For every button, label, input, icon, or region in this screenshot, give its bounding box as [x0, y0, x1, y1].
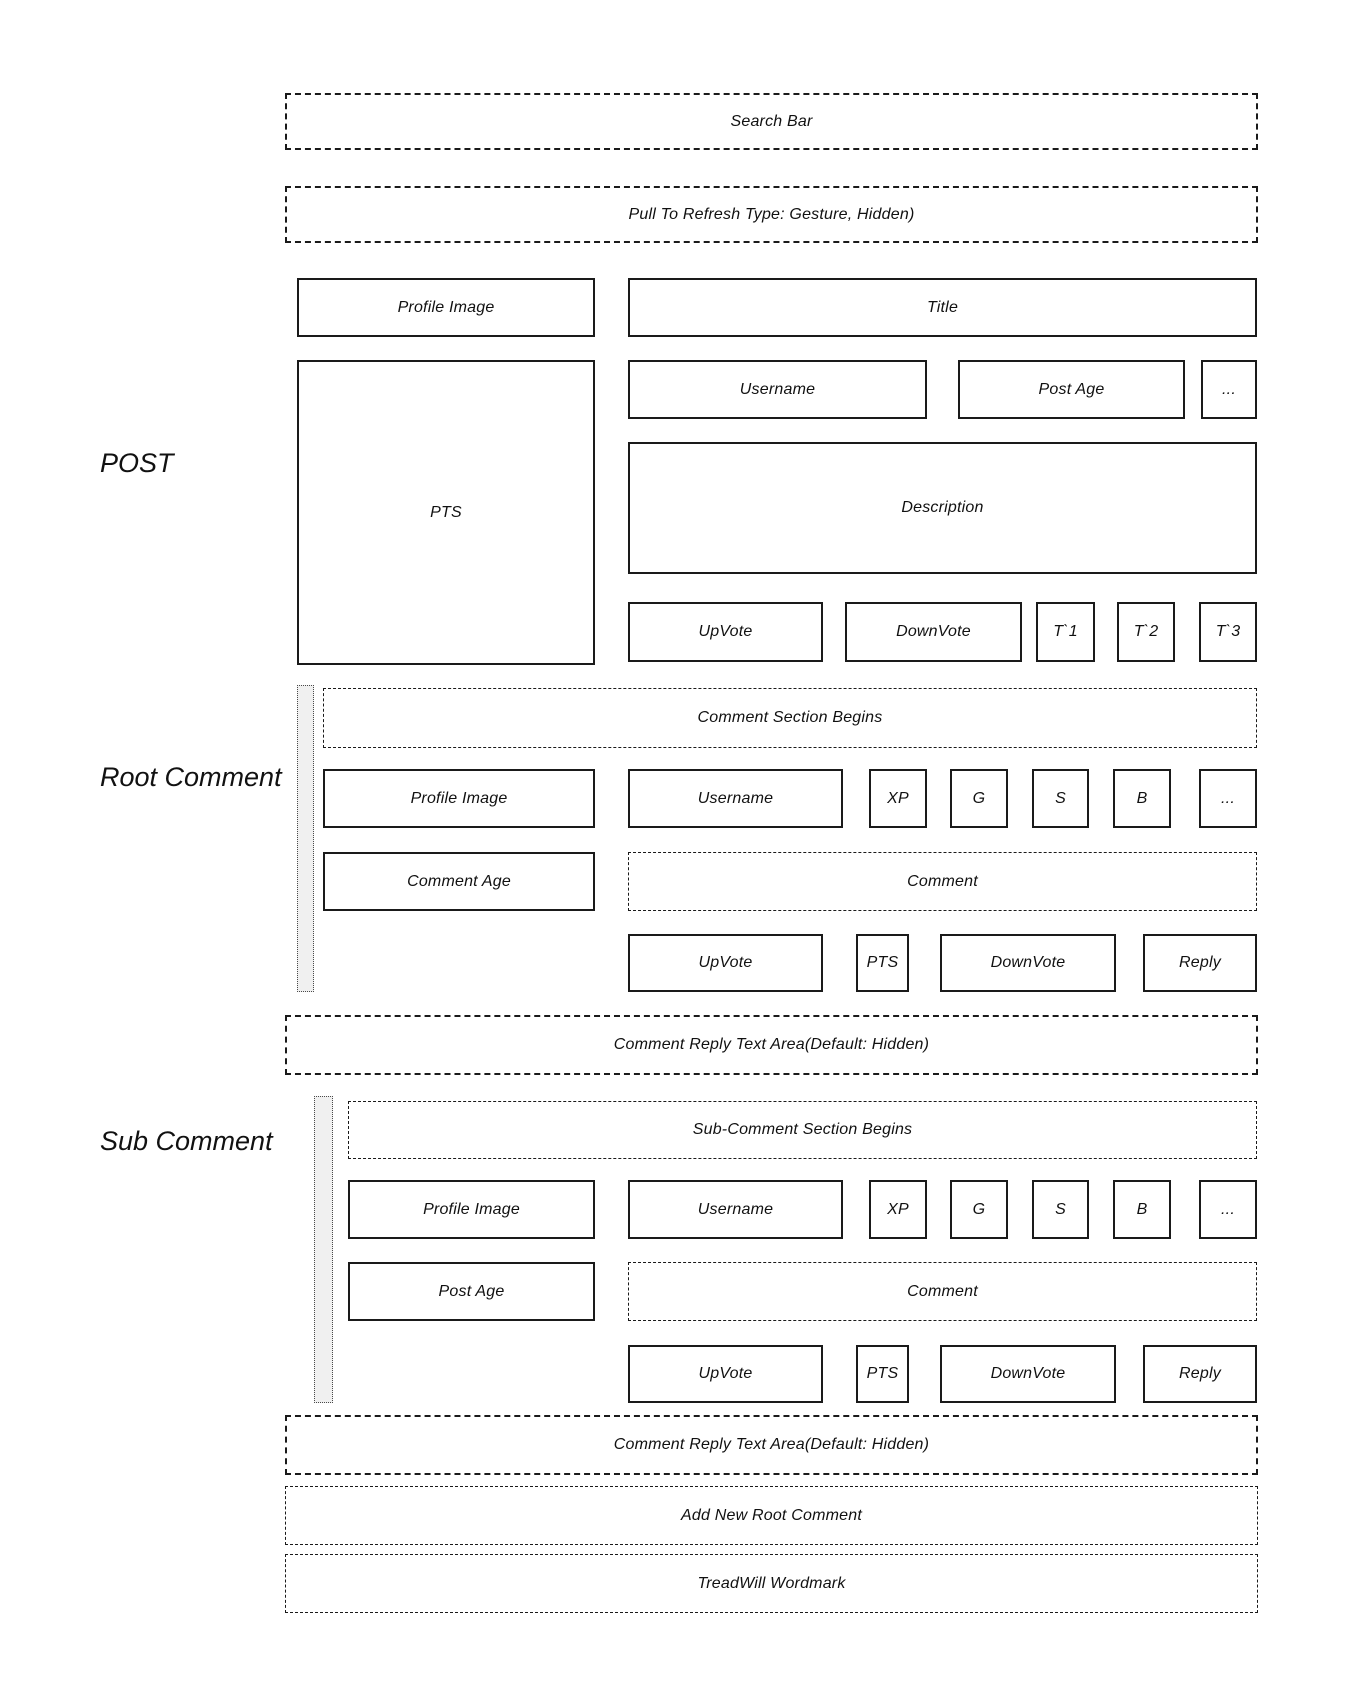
root-comment-more-box: ...	[1199, 769, 1257, 828]
post-profile-image-box: Profile Image	[297, 278, 595, 337]
root-comment-section-label: Root Comment	[100, 762, 282, 792]
sub-comment-reply-box: Reply	[1143, 1345, 1257, 1403]
root-comment-indent-strip	[297, 685, 314, 992]
sub-comment-username-box: Username	[628, 1180, 843, 1239]
sub-comment-section-label: Sub Comment	[100, 1126, 273, 1156]
sub-comment-upvote-box: UpVote	[628, 1345, 823, 1403]
add-new-root-comment-box: Add New Root Comment	[285, 1486, 1258, 1545]
sub-comment-reply-text-area-box: Comment Reply Text Area(Default: Hidden)	[285, 1415, 1258, 1475]
post-description-box: Description	[628, 442, 1257, 574]
sub-comment-post-age-box: Post Age	[348, 1262, 595, 1321]
post-tag-1-box: T`1	[1036, 602, 1095, 662]
root-comment-badge-xp-box: XP	[869, 769, 927, 828]
sub-comment-more-box: ...	[1199, 1180, 1257, 1239]
root-comment-badge-g-box: G	[950, 769, 1008, 828]
sub-comment-section-begins-box: Sub-Comment Section Begins	[348, 1101, 1257, 1159]
root-comment-upvote-box: UpVote	[628, 934, 823, 992]
root-comment-reply-text-area-box: Comment Reply Text Area(Default: Hidden)	[285, 1015, 1258, 1075]
post-upvote-box: UpVote	[628, 602, 823, 662]
root-comment-reply-box: Reply	[1143, 934, 1257, 992]
root-comment-username-box: Username	[628, 769, 843, 828]
post-pts-box: PTS	[297, 360, 595, 665]
search-bar-box: Search Bar	[285, 93, 1258, 150]
post-tag-3-box: T`3	[1199, 602, 1257, 662]
post-downvote-box: DownVote	[845, 602, 1022, 662]
sub-comment-badge-s-box: S	[1032, 1180, 1089, 1239]
root-comment-pts-box: PTS	[856, 934, 909, 992]
sub-comment-indent-strip	[314, 1096, 333, 1403]
sub-comment-profile-image-box: Profile Image	[348, 1180, 595, 1239]
root-comment-profile-image-box: Profile Image	[323, 769, 595, 828]
post-section-label: POST	[100, 448, 174, 478]
post-more-box: ...	[1201, 360, 1257, 419]
post-title-box: Title	[628, 278, 1257, 337]
pull-to-refresh-box: Pull To Refresh Type: Gesture, Hidden)	[285, 186, 1258, 243]
post-age-box: Post Age	[958, 360, 1185, 419]
root-comment-age-box: Comment Age	[323, 852, 595, 911]
root-comment-downvote-box: DownVote	[940, 934, 1116, 992]
sub-comment-pts-box: PTS	[856, 1345, 909, 1403]
post-username-box: Username	[628, 360, 927, 419]
sub-comment-badge-b-box: B	[1113, 1180, 1171, 1239]
root-comment-text-box: Comment	[628, 852, 1257, 911]
treadwill-wordmark-box: TreadWill Wordmark	[285, 1554, 1258, 1613]
sub-comment-downvote-box: DownVote	[940, 1345, 1116, 1403]
post-tag-2-box: T`2	[1117, 602, 1175, 662]
root-comment-badge-b-box: B	[1113, 769, 1171, 828]
sub-comment-badge-g-box: G	[950, 1180, 1008, 1239]
comment-section-begins-box: Comment Section Begins	[323, 688, 1257, 748]
root-comment-badge-s-box: S	[1032, 769, 1089, 828]
sub-comment-badge-xp-box: XP	[869, 1180, 927, 1239]
sub-comment-text-box: Comment	[628, 1262, 1257, 1321]
